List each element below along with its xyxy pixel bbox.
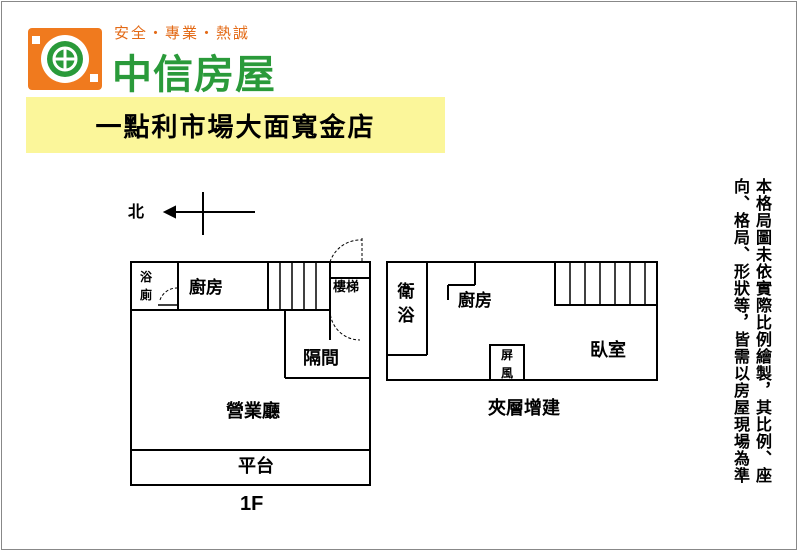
floor1-business-hall-label: 營業廳 — [226, 401, 280, 422]
store-name: 一點利市場大面寬金店 — [95, 112, 376, 143]
disclaimer-line-1: 本格局圖未依實際比例繪製，其比例、座 — [753, 178, 772, 484]
floor1-stairs-label: 樓梯 — [333, 280, 360, 295]
floor1-partition-label: 隔間 — [303, 348, 339, 369]
floor1-label: 1F — [240, 493, 264, 515]
floor1-stairs — [267, 261, 331, 311]
company-logo — [28, 28, 102, 90]
mezzanine-kitchen-label: 廚房 — [458, 291, 492, 311]
mezzanine-screen — [489, 344, 525, 381]
mezzanine-bathroom-label: 衛浴 — [397, 282, 415, 326]
brand-name: 中信房屋 — [112, 52, 276, 98]
floor1-platform-label: 平台 — [238, 456, 274, 477]
floor1-bath-label: 浴廁 — [139, 270, 152, 302]
compass-arrowhead — [162, 205, 176, 219]
floor1-kitchen-label: 廚房 — [189, 278, 223, 298]
floor1-outline — [130, 261, 371, 486]
mezzanine-title: 夾層增建 — [488, 398, 560, 419]
north-label: 北 — [128, 202, 145, 221]
mezzanine-stairs — [554, 261, 658, 306]
disclaimer-line-2: 向、格局、形狀等，皆需以房屋現場為準 — [731, 178, 750, 484]
mezzanine-bedroom-label: 臥室 — [590, 340, 626, 361]
store-banner: 一點利市場大面寬金店 — [26, 97, 445, 153]
mezzanine-screen-label: 屏風 — [500, 348, 513, 380]
brand-slogan: 安全・專業・熱誠 — [114, 24, 251, 42]
